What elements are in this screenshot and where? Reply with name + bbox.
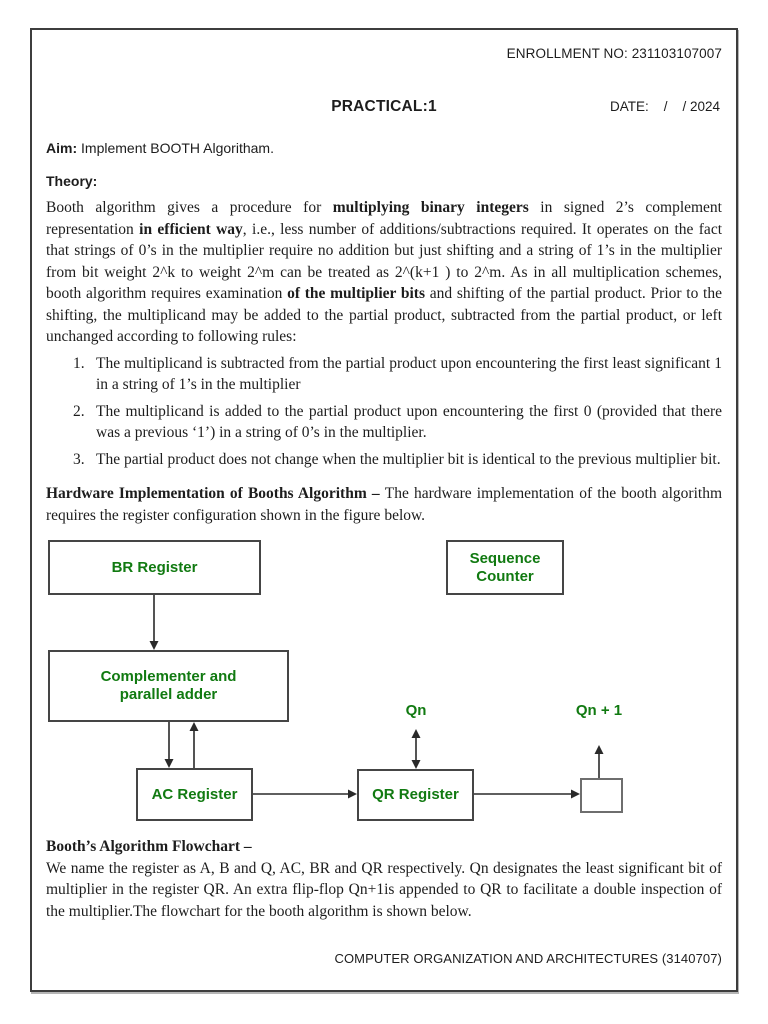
- arrow-adder-to-ac: [164, 722, 174, 768]
- sequence-counter-label: Sequence Counter: [469, 549, 541, 585]
- aim-line: Aim: Implement BOOTH Algoritham.: [46, 140, 722, 156]
- br-register-label: BR Register: [111, 558, 198, 576]
- arrow-ac-to-qr: [253, 789, 357, 799]
- page-frame: ENROLLMENT NO: 231103107007 PRACTICAL:1 …: [30, 28, 738, 992]
- arrow-qn-to-qr: [411, 729, 421, 769]
- footer-course-title: COMPUTER ORGANIZATION AND ARCHITECTURES …: [334, 951, 722, 966]
- page-title: PRACTICAL:1: [331, 98, 437, 115]
- rules-list: 1. The multiplicand is subtracted from t…: [46, 353, 722, 471]
- diagram-arrows: [149, 595, 604, 799]
- arrow-br-to-adder: [149, 595, 159, 650]
- theory-bold-2: in efficient way: [139, 220, 243, 238]
- aim-text: Implement BOOTH Algoritham.: [77, 140, 274, 156]
- hardware-block-diagram: BR Register Sequence Counter Complemente…: [46, 540, 722, 832]
- list-item-text: The partial product does not change when…: [96, 450, 721, 468]
- arrow-qr-to-flipflop: [474, 789, 580, 799]
- hardware-text: The hardware implementation of the booth…: [46, 485, 722, 524]
- list-item: 3. The partial product does not change w…: [46, 449, 722, 471]
- date-field: DATE: / / 2024: [609, 99, 720, 114]
- list-item-text: The multiplicand is added to the partial…: [96, 402, 722, 442]
- theory-seg-1: Booth algorithm gives a procedure for: [46, 199, 333, 216]
- theory-seg-3: , i.e., less number of additions/subtrac…: [46, 220, 723, 303]
- sequence-counter-box: Sequence Counter: [446, 540, 564, 595]
- list-item: 1. The multiplicand is subtracted from t…: [46, 353, 722, 396]
- qn-label: Qn: [405, 702, 427, 719]
- list-item-number: 3.: [73, 450, 85, 468]
- aim-label: Aim:: [46, 140, 78, 156]
- theory-heading: Theory:: [46, 173, 98, 189]
- br-register-box: BR Register: [48, 540, 261, 595]
- title-row: PRACTICAL:1 DATE: / / 2024: [46, 98, 722, 118]
- hardware-paragraph: Hardware Implementation of Booths Algori…: [46, 483, 722, 526]
- flowchart-heading: Booth’s Algorithm Flowchart –: [46, 838, 252, 855]
- complementer-adder-box: Complementer and parallel adder: [48, 650, 289, 722]
- theory-seg-2: in signed 2’s complement representation: [46, 199, 722, 238]
- qn-plus-1-label: Qn + 1: [575, 702, 623, 719]
- list-item: 2. The multiplicand is added to the part…: [46, 401, 722, 444]
- ac-register-label: AC Register: [151, 785, 238, 803]
- hardware-heading: Hardware Implementation of Booths Algori…: [46, 485, 385, 502]
- theory-bold-3: of the multiplier bits: [287, 285, 425, 302]
- complementer-adder-label: Complementer and parallel adder: [100, 668, 237, 703]
- theory-bold-1: multiplying binary integers: [332, 199, 529, 216]
- theory-paragraph: Booth algorithm gives a procedure for mu…: [46, 197, 722, 348]
- list-item-number: 2.: [73, 402, 85, 420]
- qr-register-label: QR Register: [372, 786, 459, 803]
- theory-seg-4: and shifting of the partial product. Pri…: [46, 285, 722, 345]
- arrow-flipflop-to-qn1: [594, 745, 604, 778]
- arrow-ac-to-adder: [189, 722, 199, 768]
- flowchart-paragraph: We name the register as A, B and Q, AC, …: [46, 859, 722, 920]
- ac-register-box: AC Register: [136, 768, 253, 821]
- qr-register-box: QR Register: [357, 769, 474, 821]
- qn-plus-1-flipflop-box: [580, 778, 623, 813]
- list-item-number: 1.: [73, 354, 85, 372]
- list-item-text: The multiplicand is subtracted from the …: [96, 354, 722, 394]
- enrollment-number: ENROLLMENT NO: 231103107007: [506, 46, 722, 61]
